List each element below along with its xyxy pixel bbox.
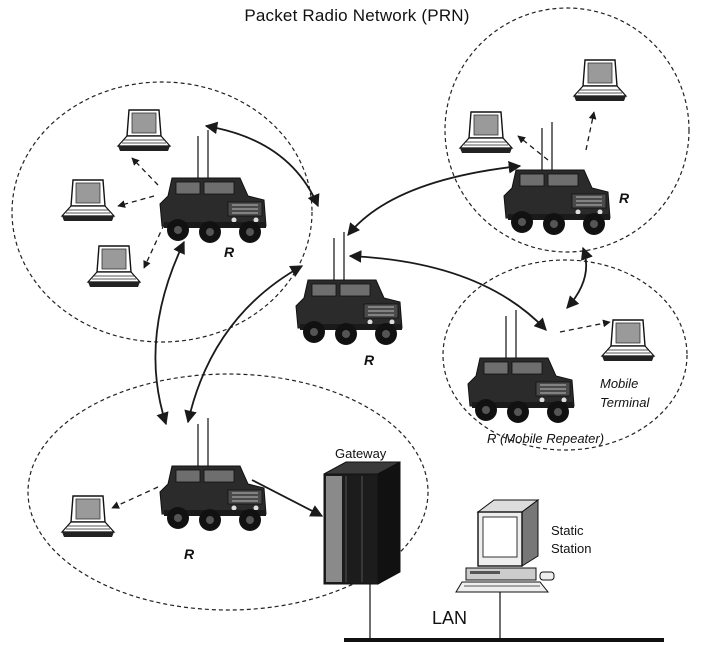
lan-bus: [344, 584, 664, 642]
mobile-terminal-label-line2: Terminal: [600, 395, 650, 410]
humvee-vehicle-icon: [467, 309, 575, 424]
humvee-vehicle-icon: [503, 121, 611, 236]
cell-boundary-right: [442, 259, 688, 451]
dashed-link-ur-to-laptop-left: [517, 135, 549, 161]
static-station-label-line1: Static: [551, 523, 584, 538]
link-center-to-right: [348, 250, 547, 331]
gateway-label: Gateway: [335, 446, 387, 461]
lan-label: LAN: [432, 608, 468, 628]
repeater-label-lower-left: R: [184, 546, 195, 562]
laptop-icon: [87, 245, 141, 288]
repeater-label-upper-right: R: [619, 190, 630, 206]
laptop-icon: [573, 59, 627, 102]
humvee-vehicle-icon: [159, 129, 267, 244]
static-station-label-line2: Station: [551, 541, 592, 556]
repeater-label-upper-left: R: [224, 244, 235, 260]
link-upper-right-to-right: [566, 246, 593, 309]
gateway-rack-icon: [323, 461, 401, 585]
dashed-link-ul-to-laptop-mid: [117, 195, 155, 208]
link-upper-left-to-lower-left: [154, 240, 185, 426]
humvee-vehicle-icon: [295, 231, 403, 346]
laptop-icon: [117, 109, 171, 152]
desktop-computer-icon: [455, 499, 555, 593]
humvee-vehicle-icon: [159, 417, 267, 532]
dashed-link-right-to-mobile-terminal: [559, 319, 611, 333]
dashed-link-ul-to-laptop-top: [131, 157, 159, 186]
laptop-icon: [459, 111, 513, 154]
laptop-icon: [61, 179, 115, 222]
link-upper-right-to-center: [347, 160, 522, 236]
dashed-link-ur-to-laptop-top: [585, 111, 597, 151]
laptop-icon: [601, 319, 655, 362]
cell-boundary-lower-left: [27, 373, 429, 611]
mobile-repeater-label: R (Mobile Repeater): [487, 431, 605, 446]
link-upper-left-to-center: [204, 121, 320, 208]
diagram-title: Packet Radio Network (PRN): [244, 6, 470, 25]
link-lower-left-to-gateway: [251, 479, 324, 517]
link-center-to-lower-left: [184, 265, 304, 424]
laptop-icon: [61, 495, 115, 538]
repeater-label-center: R: [364, 352, 375, 368]
dashed-link-ll-to-laptop: [111, 486, 159, 509]
mobile-terminal-label-line1: Mobile: [600, 376, 639, 391]
